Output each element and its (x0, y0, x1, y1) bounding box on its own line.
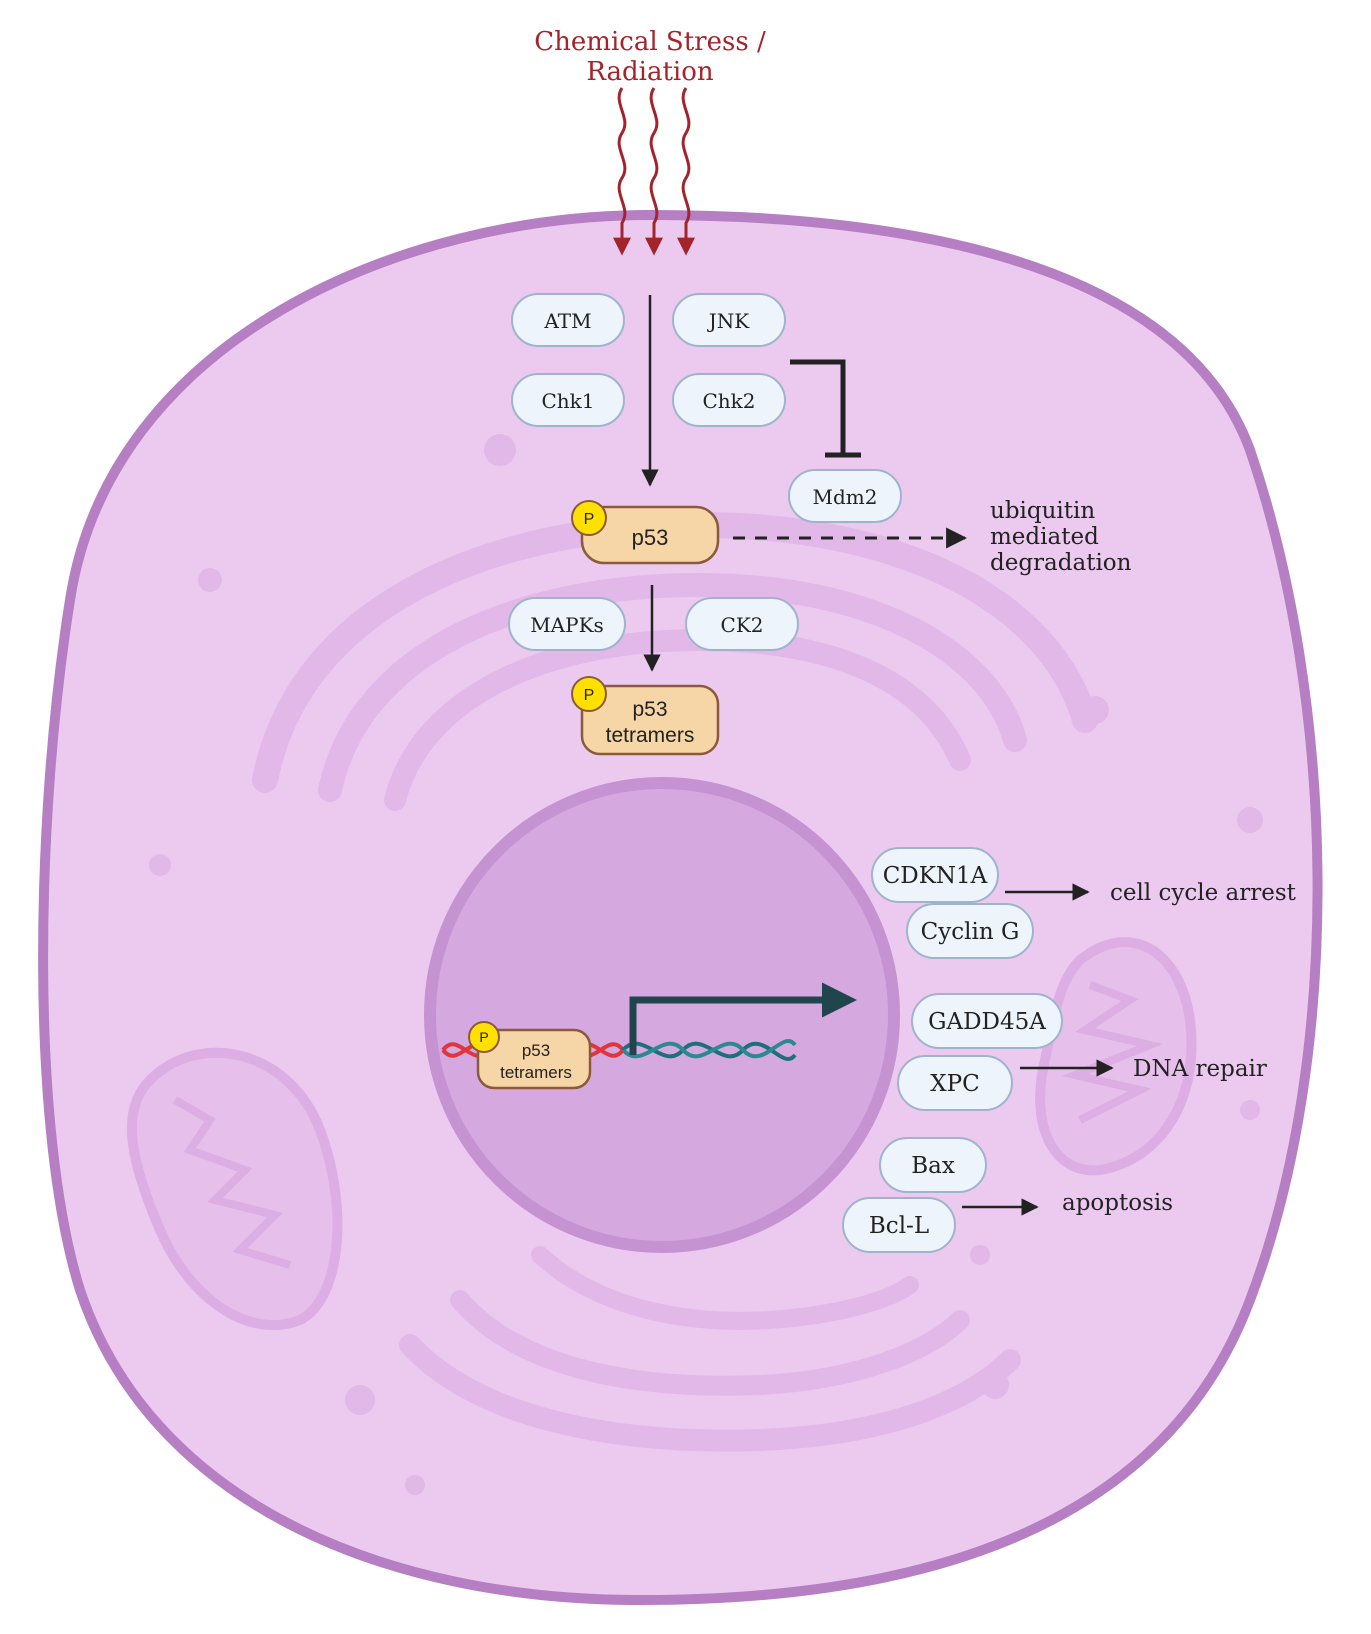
atm-pill: ATM (511, 293, 625, 347)
nucleus (424, 777, 900, 1253)
ck2-label: CK2 (721, 613, 764, 637)
p53-label: p53 (632, 525, 669, 550)
cdkn1a-label: CDKN1A (883, 863, 988, 889)
mitochondrion-left (126, 1047, 343, 1331)
mapks-label: MAPKs (530, 613, 604, 637)
golgi-apparatus-bottom (399, 1246, 1021, 1452)
mdm2-label: Mdm2 (813, 485, 878, 509)
chk2-pill: Chk2 (672, 373, 786, 427)
chk2-label: Chk2 (702, 389, 755, 413)
jnk-label: JNK (707, 309, 751, 333)
xpc-pill: XPC (897, 1055, 1013, 1111)
cell-cycle-arrest-label: cell cycle arrest (1110, 880, 1297, 906)
xpc-label: XPC (930, 1071, 979, 1097)
mdm2-pill: Mdm2 (788, 469, 902, 523)
phospho-label: P (584, 511, 595, 528)
stress-label-line1: Chemical Stress / (534, 27, 766, 57)
cdkn1a-pill: CDKN1A (871, 847, 999, 903)
jnk-pill: JNK (672, 293, 786, 347)
p53-protein: p53 (580, 505, 720, 565)
nuclear-phospho-label: P (479, 1029, 488, 1045)
chk2-inhibits-mdm2-line (790, 359, 846, 455)
tetramer-label-line2: tetramers (606, 724, 695, 747)
vesicles (149, 434, 1263, 1495)
tetramer-phospho-badge: P (571, 676, 607, 712)
p53-tetramers-cytoplasm: p53 tetramers (580, 684, 720, 756)
degradation-label-line1: ubiquitin (990, 498, 1095, 524)
chk1-label: Chk1 (541, 389, 594, 413)
bcl-l-label: Bcl-L (869, 1213, 929, 1239)
bax-label: Bax (911, 1153, 955, 1179)
degradation-label-line3: degradation (990, 550, 1132, 576)
chk1-pill: Chk1 (511, 373, 625, 427)
gadd45a-label: GADD45A (928, 1009, 1046, 1035)
transcription-start-arrow (629, 982, 857, 1055)
nuclear-tetramer-phospho-badge: P (468, 1021, 500, 1053)
atm-label: ATM (543, 309, 591, 333)
tetramer-phospho-label: P (584, 687, 595, 704)
gadd45a-pill: GADD45A (911, 993, 1063, 1049)
nuclear-tetramer-line1: p53 (522, 1041, 550, 1060)
cyclin-g-pill: Cyclin G (906, 903, 1034, 959)
apoptosis-label: apoptosis (1062, 1190, 1173, 1216)
p53-tetramers-nucleus: p53 tetramers (476, 1028, 592, 1090)
tetramer-label-line1: p53 (632, 698, 667, 721)
mapks-pill: MAPKs (508, 597, 626, 651)
degradation-label-line2: mediated (990, 524, 1099, 550)
bax-pill: Bax (879, 1137, 987, 1193)
cyclin-g-label: Cyclin G (921, 919, 1020, 945)
nuclear-tetramer-line2: tetramers (500, 1063, 572, 1082)
stress-label-line2: Radiation (586, 57, 714, 87)
p53-phospho-badge: P (571, 500, 607, 536)
ck2-pill: CK2 (685, 597, 799, 651)
dna-repair-label: DNA repair (1133, 1056, 1267, 1082)
bcl-l-pill: Bcl-L (842, 1197, 956, 1253)
stress-wavy-arrows (613, 87, 695, 256)
